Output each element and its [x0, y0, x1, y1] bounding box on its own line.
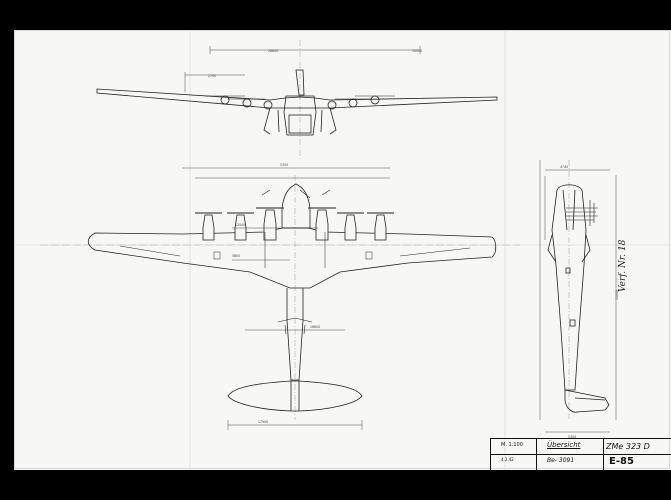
svg-text:16600: 16600 [310, 325, 320, 329]
front-view: 28800 10000 2700 [96, 40, 498, 160]
drawing-number: Be- 3091 [547, 457, 575, 464]
sheet-code: E-85 [609, 456, 634, 467]
svg-text:2700: 2700 [208, 74, 216, 78]
svg-text:5800: 5800 [232, 254, 240, 258]
title-block: M. 1:100 4.2.42 Übersicht Be- 3091 ZMe 3… [490, 438, 671, 470]
view-label: Übersicht [547, 441, 581, 449]
scale-label: M. 1:100 [501, 442, 523, 448]
sheet-border [14, 30, 670, 469]
date-label: 4.2.42 [501, 457, 514, 462]
svg-text:12000: 12000 [235, 223, 245, 227]
handwritten-note: Verf. Nr. 18 [618, 239, 628, 292]
aircraft-type: ZMe 323 D [606, 442, 650, 451]
svg-text:28800: 28800 [268, 49, 278, 53]
svg-text:17900: 17900 [258, 420, 268, 424]
title-block-divider [491, 454, 671, 455]
drawing-sheet: 28800 10000 2700 [14, 30, 671, 470]
svg-text:10000: 10000 [412, 49, 422, 53]
plan-view: 5300 12000 5800 16600 17900 [40, 163, 520, 430]
side-view: 4740 5300 11000 [539, 160, 619, 439]
svg-text:11000: 11000 [615, 290, 619, 300]
svg-text:5300: 5300 [568, 435, 576, 439]
technical-drawing: 28800 10000 2700 [14, 30, 671, 470]
svg-text:5300: 5300 [280, 163, 288, 167]
svg-text:4740: 4740 [560, 165, 568, 169]
